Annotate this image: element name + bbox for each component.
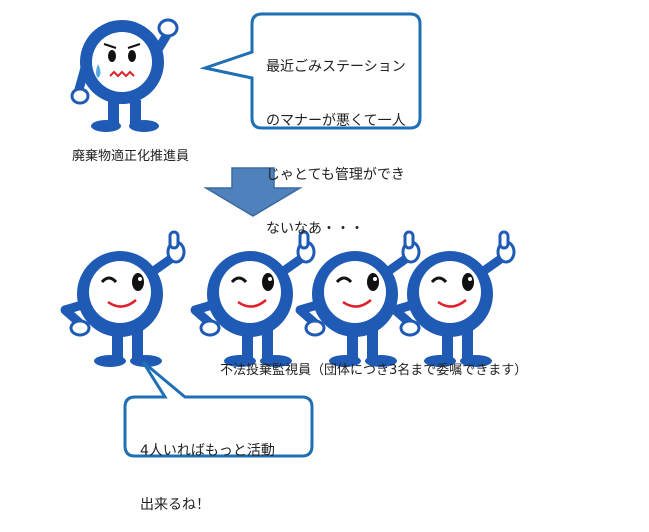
bottom-speech-bubble <box>123 360 314 458</box>
illustration <box>0 12 649 458</box>
down-arrow-icon <box>203 167 303 217</box>
speech-line: 最近ごみステーション <box>266 59 406 75</box>
top-speech-text: 最近ごみステーション のマナーが悪くて一人 じゃとても管理ができ ないなあ・・・ <box>266 22 406 256</box>
bottom-speech-text: 4人いればもっと活動 出来るね！ <box>140 406 275 532</box>
happy-character <box>65 232 184 367</box>
worried-character <box>70 18 179 132</box>
speech-line: のマナーが悪くて一人 <box>266 113 406 129</box>
top-character-label: 廃棄物適正化推進員 <box>72 149 190 164</box>
speech-line: ないなあ・・・ <box>266 221 364 237</box>
speech-line: じゃとても管理ができ <box>266 167 405 183</box>
bottom-characters-label: 不法投棄監視員（団体につき3名まで委嘱できます） <box>220 363 528 378</box>
top-speech-bubble <box>199 12 422 130</box>
speech-line: 4人いればもっと活動 <box>140 443 275 459</box>
speech-line: 出来るね！ <box>140 497 210 513</box>
